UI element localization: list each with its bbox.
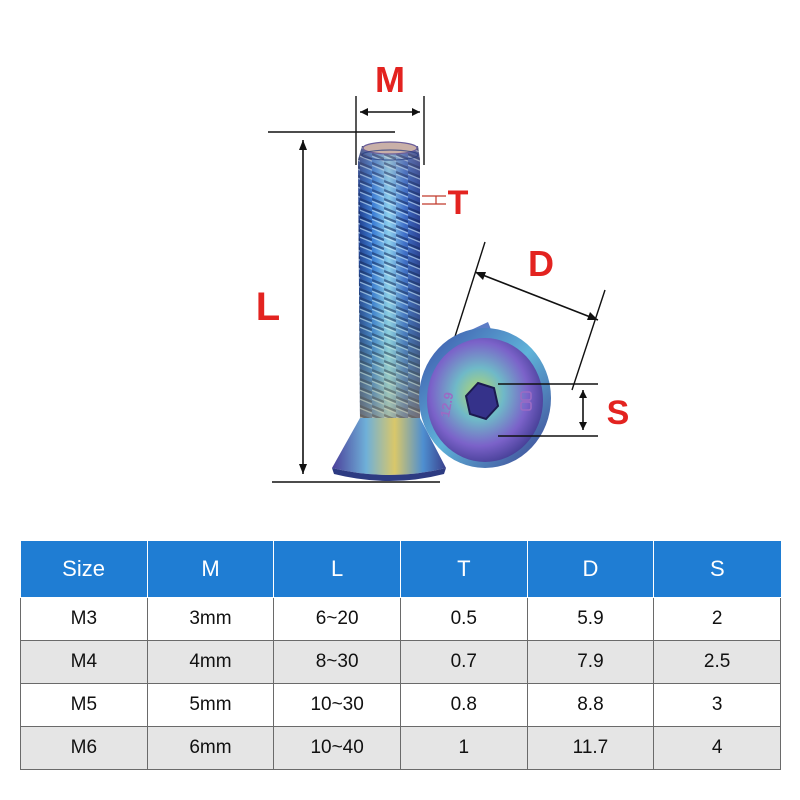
m-dimension: M [355,59,425,165]
l-dimension: L [256,131,440,483]
header-t: T [399,541,528,598]
size-spec-table: Size M L T D S M3 3mm 6~20 0.5 5.9 2 M4 … [20,541,781,770]
cell-l: 6~20 [273,597,401,641]
table-header-row: Size M L T D S [20,541,781,598]
cell-s: 3 [653,683,781,727]
table-row: M3 3mm 6~20 0.5 5.9 2 [20,597,781,641]
t-dimension: T [422,184,469,222]
label-d: D [528,243,554,284]
cell-m: 4mm [146,640,275,684]
cell-d: 7.9 [526,640,655,684]
header-l: L [273,541,401,598]
hex-socket-icon [464,381,500,421]
head-marking: 12.9 [437,391,456,419]
cell-m: 5mm [146,683,275,727]
screw-dimension-diagram: M L T D [256,59,630,483]
cell-l: 10~40 [273,726,401,770]
table-row: M6 6mm 10~40 1 11.7 4 [20,726,781,770]
label-l: L [256,285,280,329]
screw-head-face-view: 12.9 [419,322,551,468]
cell-s: 2.5 [653,640,781,684]
table-row: M5 5mm 10~30 0.8 8.8 3 [20,683,781,727]
cell-size: M6 [20,726,148,770]
header-d: D [526,541,655,598]
cell-d: 8.8 [526,683,655,727]
cell-l: 8~30 [273,640,401,684]
header-size: Size [20,541,148,598]
cell-d: 11.7 [526,726,655,770]
cell-size: M5 [20,683,148,727]
table-row: M4 4mm 8~30 0.7 7.9 2.5 [20,640,781,684]
cell-s: 2 [653,597,781,641]
screw-side-view [332,141,446,481]
label-s: S [607,394,630,432]
header-m: M [146,541,275,598]
s-dimension: S [498,383,630,437]
cell-m: 3mm [146,597,275,641]
cell-l: 10~30 [273,683,401,727]
cell-d: 5.9 [526,597,655,641]
cell-size: M4 [20,640,148,684]
label-m: M [375,59,405,100]
cell-t: 1 [399,726,528,770]
cell-t: 0.5 [399,597,528,641]
cell-size: M3 [20,597,148,641]
cell-m: 6mm [146,726,275,770]
d-dimension: D [451,241,606,391]
cell-t: 0.7 [399,640,528,684]
cell-t: 0.8 [399,683,528,727]
label-t: T [448,184,469,222]
header-s: S [653,541,781,598]
cell-s: 4 [653,726,781,770]
